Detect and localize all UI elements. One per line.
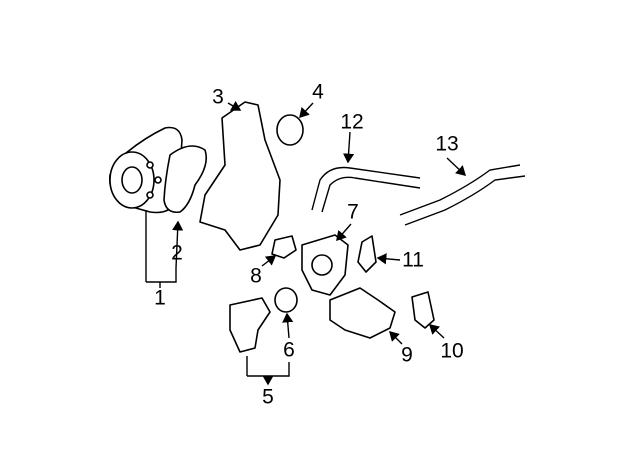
part-gasket-10 <box>411 291 435 329</box>
callout-13: 13 <box>435 132 459 156</box>
callout-2: 2 <box>171 241 183 265</box>
callout-7: 7 <box>347 200 359 224</box>
callout-4: 4 <box>312 80 324 104</box>
leader-lines <box>145 100 467 384</box>
callout-11: 11 <box>402 248 424 272</box>
part-housing <box>199 101 281 251</box>
callout-10: 10 <box>440 339 464 363</box>
part-pipe-12 <box>311 166 421 213</box>
part-sensor <box>357 235 377 273</box>
callout-1: 1 <box>154 286 166 310</box>
part-pump-gasket <box>163 145 208 214</box>
callout-12: 12 <box>340 110 364 134</box>
callout-5: 5 <box>262 385 274 409</box>
part-gasket-8 <box>271 235 297 259</box>
part-o-ring <box>276 114 304 146</box>
part-outlet <box>229 297 271 353</box>
callout-9: 9 <box>401 343 413 367</box>
callout-6: 6 <box>283 338 295 362</box>
callout-3: 3 <box>212 85 224 109</box>
part-seal <box>274 287 298 313</box>
part-pipe-13 <box>399 164 526 226</box>
callout-8: 8 <box>250 264 262 288</box>
part-inlet <box>329 287 396 339</box>
